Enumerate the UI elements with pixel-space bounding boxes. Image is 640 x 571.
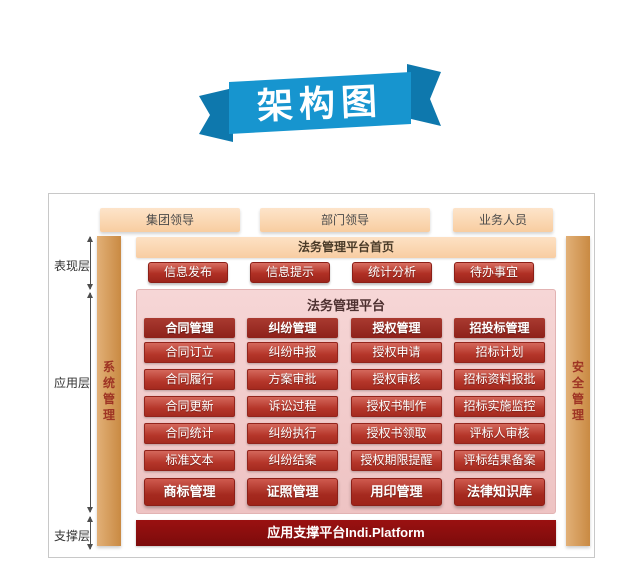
home-button-todo: 待办事宜 — [454, 262, 534, 283]
sidebar-system-management-label: 系统管理 — [102, 360, 115, 422]
column-item: 合同履行 — [144, 369, 235, 390]
column-item: 诉讼过程 — [247, 396, 338, 417]
layer-label-application: 应用层 — [54, 376, 91, 390]
column-item: 纠纷结案 — [247, 450, 338, 471]
column-item: 纠纷执行 — [247, 423, 338, 444]
ribbon-title: 架构图 — [256, 80, 384, 126]
column-item: 招标计划 — [454, 342, 545, 363]
column-item: 评标结果备案 — [454, 450, 545, 471]
column-item: 标准文本 — [144, 450, 235, 471]
column-item: 纠纷申报 — [247, 342, 338, 363]
module-license-management: 证照管理 — [247, 478, 338, 506]
module-trademark-management: 商标管理 — [144, 478, 235, 506]
layer-label-presentation: 表现层 — [54, 259, 91, 273]
column-item: 招标资料报批 — [454, 369, 545, 390]
column-item: 授权书领取 — [351, 423, 442, 444]
column-header-authorization: 授权管理 — [351, 318, 442, 338]
home-button-info-release: 信息发布 — [148, 262, 228, 283]
home-button-statistics: 统计分析 — [352, 262, 432, 283]
role-box-department-leaders: 部门领导 — [260, 208, 430, 232]
sidebar-system-management: 系统管理 — [97, 236, 121, 546]
column-item: 招标实施监控 — [454, 396, 545, 417]
layer-arrow-application — [87, 292, 93, 513]
column-header-bidding: 招投标管理 — [454, 318, 545, 338]
home-button-info-prompt: 信息提示 — [250, 262, 330, 283]
module-seal-management: 用印管理 — [351, 478, 442, 506]
column-item: 授权期限提醒 — [351, 450, 442, 471]
title-ribbon: 架构图 — [199, 64, 441, 142]
role-box-group-leaders: 集团领导 — [100, 208, 240, 232]
sidebar-security-management-label: 安全管理 — [571, 360, 584, 422]
homepage-banner: 法务管理平台首页 — [136, 237, 556, 258]
ribbon-right-tail — [407, 64, 441, 126]
ribbon-body — [229, 72, 411, 134]
column-header-dispute: 纠纷管理 — [247, 318, 338, 338]
role-box-business-staff: 业务人员 — [453, 208, 553, 232]
column-item: 授权审核 — [351, 369, 442, 390]
column-item: 授权书制作 — [351, 396, 442, 417]
column-item: 评标人审核 — [454, 423, 545, 444]
column-item: 授权申请 — [351, 342, 442, 363]
layer-label-support: 支撑层 — [54, 529, 91, 543]
support-platform-banner: 应用支撑平台Indi.Platform — [136, 520, 556, 546]
ribbon-left-tail — [199, 88, 233, 142]
column-item: 方案审批 — [247, 369, 338, 390]
column-item: 合同订立 — [144, 342, 235, 363]
module-legal-knowledge-base: 法律知识库 — [454, 478, 545, 506]
column-header-contract: 合同管理 — [144, 318, 235, 338]
platform-title: 法务管理平台 — [306, 298, 385, 313]
layer-arrow-support — [87, 516, 93, 550]
layer-arrow-presentation — [87, 236, 93, 290]
sidebar-security-management: 安全管理 — [566, 236, 590, 546]
column-item: 合同更新 — [144, 396, 235, 417]
column-item: 合同统计 — [144, 423, 235, 444]
